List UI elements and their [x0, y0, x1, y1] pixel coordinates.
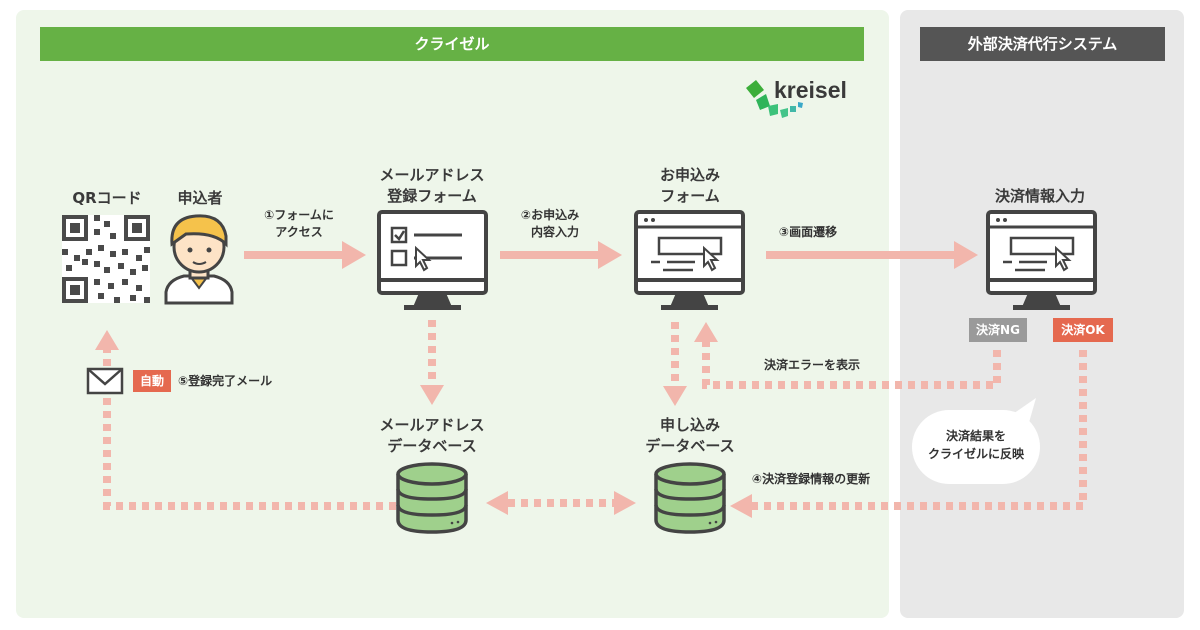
step1-label-line2: アクセス	[275, 225, 323, 239]
email-form-label-line2: 登録フォーム	[387, 187, 477, 205]
payment-ok-badge: 決済OK	[1053, 318, 1113, 342]
apply-form-label-line1: お申込み	[659, 166, 720, 184]
step5-label: ⑤登録完了メール	[178, 374, 273, 388]
email-db-label-line2: データベース	[387, 437, 477, 455]
result-speech-bubble	[912, 410, 1040, 484]
kreisel-logo: kreisel	[742, 76, 867, 126]
dotted-connectors	[103, 320, 1087, 510]
payment-error-label: 決済エラーを表示	[763, 358, 860, 372]
step2-label-line2: 内容入力	[530, 225, 579, 239]
payment-input-monitor-icon	[986, 210, 1097, 310]
step4-label: ④決済登録情報の更新	[751, 472, 871, 486]
qr-code-icon	[62, 215, 150, 303]
arrow-access-form	[244, 241, 366, 269]
email-registration-monitor-icon	[377, 210, 488, 310]
kreisel-title-bar: クライゼル	[40, 27, 864, 61]
step2-label-line1: ②お申込み	[520, 208, 580, 222]
dotted-arrowheads	[95, 322, 752, 518]
arrow-input-application	[500, 241, 622, 269]
applicant-person-icon	[164, 214, 234, 305]
auto-badge: 自動	[133, 370, 171, 392]
apply-form-label-line2: フォーム	[660, 187, 720, 205]
applicant-label: 申込者	[177, 189, 223, 207]
application-database-icon	[654, 462, 726, 534]
qr-code-label: QRコード	[72, 189, 142, 207]
step3-label: ③画面遷移	[778, 225, 838, 239]
kreisel-logo-text: kreisel	[774, 77, 847, 103]
step1-label-line1: ①フォームに	[264, 208, 334, 222]
mail-envelope-icon	[86, 367, 124, 395]
apply-db-label-line1: 申し込み	[659, 416, 720, 434]
apply-db-label-line2: データベース	[645, 437, 735, 455]
external-system-title-bar: 外部決済代行システム	[920, 27, 1165, 61]
email-database-icon	[396, 462, 468, 534]
bubble-text-line1: 決済結果を	[945, 429, 1006, 443]
payment-input-label: 決済情報入力	[994, 187, 1085, 205]
payment-ng-badge: 決済NG	[969, 318, 1027, 342]
email-db-label-line1: メールアドレス	[379, 416, 485, 434]
email-form-label-line1: メールアドレス	[379, 166, 485, 184]
kreisel-logo-mark	[746, 80, 803, 118]
bubble-text-line2: クライゼルに反映	[927, 447, 1024, 461]
application-form-monitor-icon	[634, 210, 745, 310]
external-system-panel	[900, 10, 1184, 618]
arrow-screen-transition	[766, 241, 978, 269]
